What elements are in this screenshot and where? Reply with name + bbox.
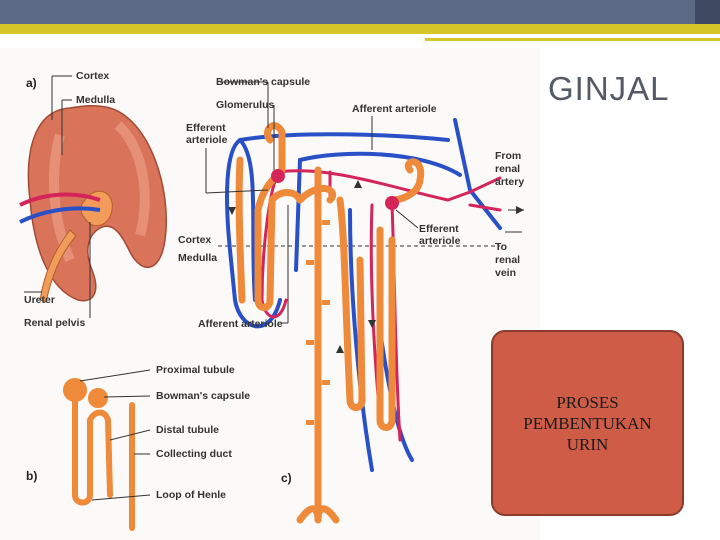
nephron-proximal-tubule-label: Proximal tubule [156,364,235,376]
vessel-medulla-label: Medulla [178,252,217,264]
vessel-efferent-arteriole-label-2: arteriole [186,134,228,146]
slide-title: GINJAL [548,70,670,107]
kidney-cortex-label: Cortex [76,70,109,82]
glomerulus-left [271,169,285,183]
vessel-afferent-arteriole-top-label: Afferent arteriole [352,103,437,115]
vessel-to-renal-vein-label-1: To [495,241,507,253]
vessel-from-renal-artery-label-1: From [495,150,521,162]
kidney-ureter-label: Ureter [24,294,55,306]
process-card-text: PROSES PEMBENTUKAN URIN [498,392,678,455]
collecting-duct-branches [306,220,330,425]
vessel-afferent-arteriole-bottom-label: Afferent arteriole [198,318,283,330]
panel-c-label: c) [281,471,292,485]
card-line-1: PROSES [556,392,619,412]
glomerulus-right [385,196,399,210]
card-line-2: PEMBENTUKAN [523,413,652,433]
accent-bar [0,24,720,34]
vessel-to-renal-vein-label-3: vein [495,267,516,279]
kidney-nephron-diagram: a) Cortex Medulla Ureter Renal pelvis b)… [0,48,540,540]
vessel-from-renal-artery-label-3: artery [495,176,524,188]
nephron-tubules [235,122,425,524]
nephron-bowmans-capsule-label: Bowman's capsule [156,390,250,402]
kidney-medulla-label: Medulla [76,94,115,106]
top-bar-edge [695,0,720,24]
panel-b-label: b) [26,469,37,483]
vessel-to-renal-vein-label-2: renal [495,254,520,266]
card-line-3: URIN [566,434,609,454]
vessel-cortex-label: Cortex [178,234,211,246]
vessel-efferent-arteriole-label-1: Efferent [186,122,226,134]
vessel-bowmans-capsule-label: Bowman's capsule [216,76,310,88]
top-bar [0,0,720,24]
kidney-renal-pelvis-label: Renal pelvis [24,317,85,329]
kidney-illustration [19,104,167,303]
nephron-loop-of-henle-label: Loop of Henle [156,489,226,501]
vessel-from-renal-artery-label-2: renal [495,163,520,175]
vessel-efferent-arteriole-right-label-1: Efferent [419,223,459,235]
renal-vein-network [225,118,502,472]
nephron-distal-tubule-label: Distal tubule [156,424,219,436]
panel-a-label: a) [26,76,37,90]
process-card: PROSES PEMBENTUKAN URIN [491,330,684,516]
nephron-collecting-duct-label: Collecting duct [156,448,232,460]
vessel-glomerulus-label: Glomerulus [216,99,275,111]
small-nephron-illustration [63,378,135,531]
accent-line [425,38,720,41]
vessel-efferent-arteriole-right-label-2: arteriole [419,235,461,247]
